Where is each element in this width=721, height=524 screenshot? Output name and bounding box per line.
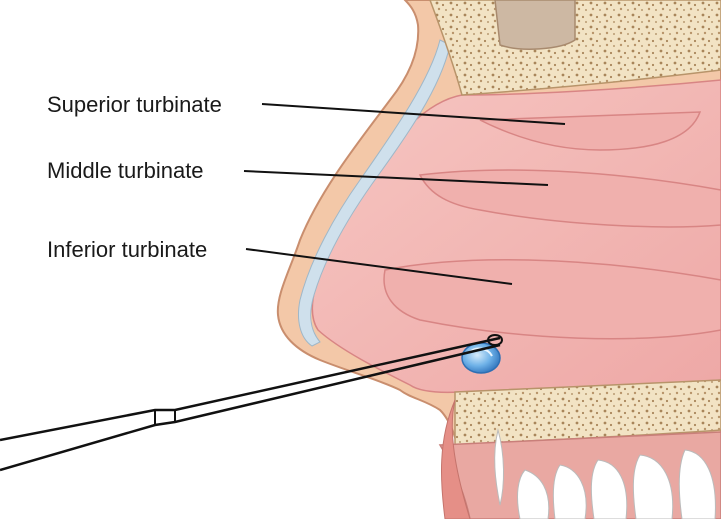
label-superior-turbinate: Superior turbinate: [47, 92, 222, 117]
label-inferior-turbinate: Inferior turbinate: [47, 237, 207, 262]
label-middle-turbinate: Middle turbinate: [47, 158, 204, 183]
frontal-sinus: [495, 0, 575, 49]
